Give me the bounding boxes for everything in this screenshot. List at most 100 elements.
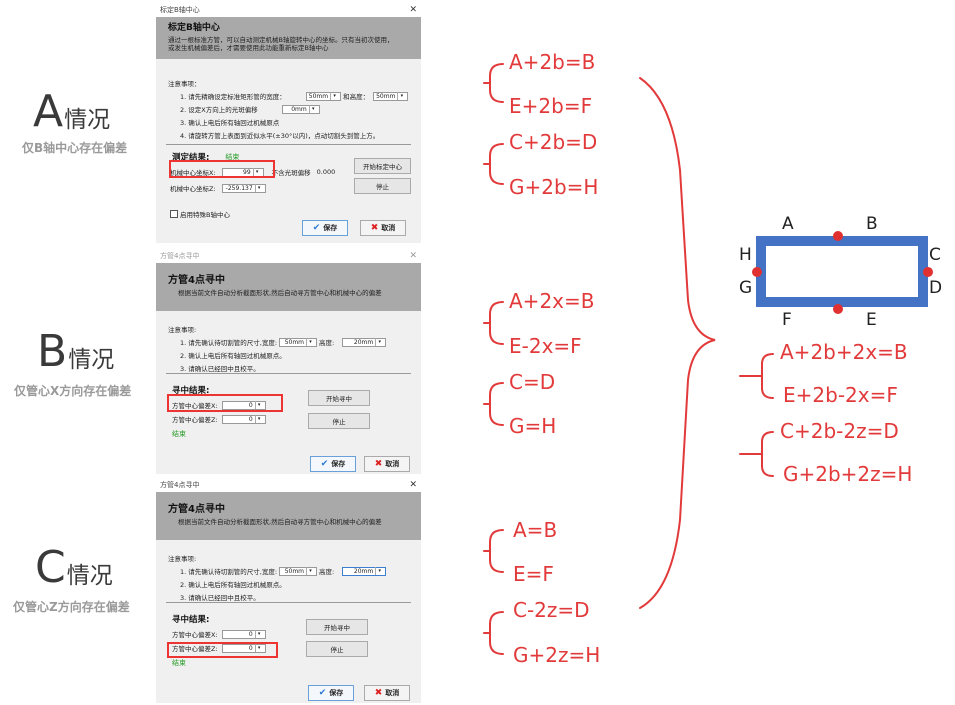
case-word: 情况	[66, 563, 113, 589]
start-center-button[interactable]: 开始寻中	[308, 390, 370, 406]
offset-z-value: 0	[248, 644, 253, 652]
close-icon: ✖	[370, 223, 379, 233]
height-select[interactable]: 20mm▾	[342, 337, 387, 347]
dialog-header: 方管4点寻中 根据当前文件自动分析截面形状,然后自动寻方管中心和机械中心的偏差	[156, 263, 421, 311]
center-z-row: 机械中心坐标Z: -259.137▾	[166, 183, 411, 193]
no-spot-value: 0.000	[316, 168, 336, 176]
height-value: 50mm	[376, 92, 396, 100]
offset-x-label: 方管中心偏差X:	[172, 631, 218, 639]
close-icon[interactable]: ✕	[409, 5, 417, 15]
offset-x-row: 方管中心偏差X: 0▾	[166, 400, 411, 410]
offset-z-field[interactable]: 0▾	[221, 414, 266, 424]
dialog-description: 通过一根标准方管，可以自动测定机械B轴旋转中心的坐标。只有当初次使用，	[168, 36, 394, 44]
point-label-d: D	[929, 278, 943, 298]
cancel-button[interactable]: ✖取消	[360, 220, 406, 236]
offset-z-value: 0	[248, 415, 253, 423]
close-icon[interactable]: ✕	[409, 480, 417, 490]
enable-checkbox[interactable]	[170, 210, 178, 218]
case-word: 情况	[64, 107, 111, 133]
save-button[interactable]: ✔保存	[302, 220, 348, 236]
check-icon: ✔	[312, 223, 321, 233]
height-value: 20mm	[353, 567, 374, 575]
cancel-button[interactable]: ✖取消	[364, 456, 410, 472]
highlight-box	[169, 160, 275, 178]
save-button[interactable]: ✔保存	[310, 456, 356, 472]
height-label: 高度:	[319, 568, 335, 576]
divider	[166, 602, 411, 603]
offset-z-row: 方管中心偏差Z: 0▾	[166, 643, 411, 653]
case-word: 情况	[68, 347, 115, 373]
width-select[interactable]: 50mm▾	[279, 337, 318, 347]
window-titlebar: 方管4点寻中 ✕	[156, 249, 421, 263]
height-label: 高度:	[319, 339, 335, 347]
highlight-box	[167, 394, 283, 412]
stop-button[interactable]: 停止	[354, 178, 411, 194]
result-title: 寻中结果:	[172, 386, 210, 396]
equation: C+2b=D	[509, 130, 598, 154]
offset-x-field[interactable]: 0▾	[221, 400, 266, 410]
offset-select[interactable]: 0mm▾	[281, 104, 320, 114]
width-select[interactable]: 50mm▾	[305, 91, 342, 101]
equation-combined: E+2b-2x=F	[783, 383, 898, 407]
result-title: 寻中结果:	[172, 615, 210, 625]
probe-point	[752, 267, 762, 277]
dialog-header: 方管4点寻中 根据当前文件自动分析截面形状,然后自动寻方管中心和机械中心的偏差	[156, 492, 421, 540]
start-center-button[interactable]: 开始寻中	[306, 619, 368, 635]
equation: E=F	[513, 562, 554, 586]
note-3: 3. 请确认已经回中且校平。	[180, 594, 260, 602]
equation: G+2z=H	[513, 643, 601, 667]
stop-button[interactable]: 停止	[306, 641, 368, 657]
offset-x-field[interactable]: 0▾	[221, 629, 266, 639]
width-value: 50mm	[284, 567, 305, 575]
case-a-label: A 情况	[33, 90, 110, 134]
note-1: 1. 请先确认待切割管的尺寸,宽度: 50mm▾ 高度: 20mm▾	[180, 566, 409, 576]
height-select[interactable]: 50mm▾	[373, 91, 409, 101]
dialog-heading: 方管4点寻中	[168, 275, 225, 286]
note-2: 2. 确认上电后所有轴回过机械原点。	[180, 352, 286, 360]
probe-point	[833, 231, 843, 241]
case-b-label: B 情况	[37, 330, 114, 374]
offset-z-label: 方管中心偏差Z:	[172, 416, 218, 424]
note-text: 1. 请先确认待切割管的尺寸,宽度:	[180, 568, 278, 576]
bracket	[489, 611, 504, 655]
window-title: 方管4点寻中	[160, 481, 200, 489]
chevron-down-icon: ▾	[306, 338, 314, 346]
offset-x-row: 方管中心偏差X: 0▾	[166, 629, 411, 639]
equation: G=H	[509, 414, 557, 438]
close-icon[interactable]: ✕	[409, 251, 417, 261]
chevron-down-icon: ▾	[330, 92, 338, 100]
cancel-button[interactable]: ✖取消	[364, 685, 410, 701]
status-done: 结束	[225, 153, 240, 161]
bracket	[489, 63, 504, 103]
cancel-label: 取消	[385, 689, 400, 697]
case-a-subtitle: 仅B轴中心存在偏差	[22, 141, 128, 155]
divider	[166, 144, 411, 145]
offset-z-field[interactable]: 0▾	[221, 643, 266, 653]
save-button[interactable]: ✔保存	[308, 685, 354, 701]
note-text: 2. 设定X方向上的光斑偏移	[180, 106, 258, 114]
width-select[interactable]: 50mm▾	[279, 566, 318, 576]
chevron-down-icon: ▾	[254, 630, 263, 638]
dialog-description-2: 或发生机械偏差后，才需要使用此功能重新标定B轴中心	[168, 44, 329, 52]
chevron-down-icon: ▾	[254, 401, 263, 409]
center-z-field[interactable]: -259.137▾	[221, 183, 266, 193]
height-select[interactable]: 20mm▾	[342, 566, 387, 576]
start-calibrate-button[interactable]: 开始标定中心	[354, 158, 411, 174]
save-label: 保存	[329, 689, 344, 697]
chevron-down-icon: ▾	[308, 105, 317, 113]
probe-point	[833, 304, 843, 314]
case-letter: B	[37, 326, 68, 377]
notes-section: 注意事项: 1. 请先确认待切割管的尺寸,宽度: 50mm▾ 高度: 20mm▾…	[156, 540, 421, 602]
probe-point	[923, 267, 933, 277]
point-label-c: C	[929, 245, 941, 265]
equation: A+2x=B	[509, 289, 595, 313]
stop-button[interactable]: 停止	[308, 413, 370, 429]
note-1: 1. 请先精确设定标准矩形管的宽度： 50mm▾ 和高度： 50mm▾	[180, 91, 409, 101]
bracket	[761, 431, 774, 477]
note-2: 2. 确认上电后所有轴回过机械原点。	[180, 581, 286, 589]
check-icon: ✔	[318, 688, 327, 698]
note-1: 1. 请先确认待切割管的尺寸,宽度: 50mm▾ 高度: 20mm▾	[180, 337, 409, 347]
equation-combined: G+2b+2z=H	[783, 462, 913, 486]
center-x-label: 机械中心坐标X:	[170, 169, 216, 177]
bracket	[489, 382, 504, 426]
